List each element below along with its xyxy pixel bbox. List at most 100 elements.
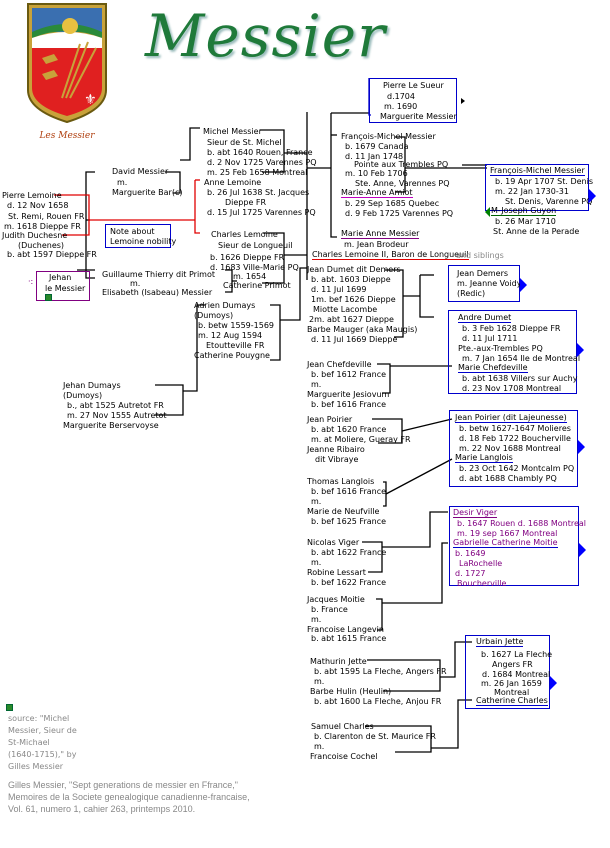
person-mathurin-jette[interactable]: Mathurin Jette (310, 657, 367, 666)
person-marguerite-berservoyse[interactable]: Marguerite Berservoyse (63, 421, 159, 430)
detail: b. abt 1620 France (311, 425, 387, 434)
person-elisabeth-messier[interactable]: Elisabeth (Isabeau) Messier (102, 288, 213, 297)
person-marie-anne-amiot[interactable]: Marie-Anne Amiot (341, 188, 413, 198)
detail: m. Jeanne Voidy (457, 279, 522, 288)
person-francois-michel-messier[interactable]: François-Michel Messier (341, 132, 436, 141)
detail: b. 3 Feb 1628 Dieppe FR (462, 324, 561, 333)
person-m-joseph-guyon[interactable]: M-Joseph Guyon (491, 206, 557, 216)
person-nicolas-viger[interactable]: Nicolas Viger (307, 538, 360, 547)
box-jean-poirier-lajeunesse[interactable] (449, 410, 578, 487)
person-david-messier[interactable]: David Messier (112, 167, 169, 176)
person-anne-lemoine[interactable]: Anne Lemoine (204, 178, 262, 187)
person-marie-chefdeville[interactable]: Marie Chefdeville (458, 363, 528, 373)
detail: b. 26 Mar 1710 (495, 217, 556, 226)
detail: m. (314, 742, 325, 751)
person-catherine-primot[interactable]: Catherine Primot (223, 281, 291, 290)
and-siblings-link[interactable]: and siblings (456, 251, 504, 260)
person-francoise-langevin[interactable]: Francoise Langevin (307, 625, 384, 634)
person-adrien-dumays[interactable]: Adrien Dumays (194, 301, 256, 310)
arrow-right-icon[interactable] (579, 543, 586, 557)
person-urbain-jette[interactable]: Urbain Jette (476, 637, 524, 647)
person-jean-poirier[interactable]: Jean Poirier (307, 415, 353, 424)
detail: m. 22 Nov 1688 Montreal (459, 444, 561, 453)
detail: b. 1679 Canada (345, 142, 409, 151)
source-note: source: "Michel Messier, Sieur de St-Mic… (8, 713, 77, 773)
person-jean-chefdeville[interactable]: Jean Chefdeville (307, 360, 372, 369)
person-pierre-le-sueur[interactable]: Pierre Le Sueur (383, 81, 444, 90)
photo-icon[interactable] (45, 294, 52, 301)
person-jean-demers[interactable]: Jean Demers (457, 269, 509, 278)
arrow-right-icon[interactable] (577, 343, 584, 357)
detail: Etoutteville FR (206, 341, 265, 350)
detail: b. abt 1640 Rouen, France (207, 148, 313, 157)
person-guillaume-thierry[interactable]: Guillaume Thierry dit Primot (102, 270, 215, 279)
person-marie-de-neufville[interactable]: Marie de Neufville (307, 507, 380, 516)
detail: m. 7 Jan 1654 Ile de Montreal (462, 354, 581, 363)
arrow-right-icon[interactable] (520, 278, 527, 292)
box-desir-viger[interactable] (449, 506, 579, 586)
person-judith-duchesne[interactable]: Judith Duchesne (2, 231, 68, 240)
arrow-right-icon[interactable] (589, 189, 596, 203)
detail: 2m. abt 1627 Dieppe (309, 315, 394, 324)
person-barbe-hulin[interactable]: Barbe Hulin (Heulin) (310, 687, 392, 696)
person-charles-lemoine-ii[interactable]: Charles Lemoine II, Baron de Longueuil (312, 250, 469, 260)
person-gabrielle-moitie[interactable]: Gabrielle Catherine Moitie (453, 538, 558, 548)
detail: d. 9 Feb 1725 Varennes PQ (345, 209, 454, 218)
detail: d. 11 Jul 1669 Dieppe (311, 335, 398, 344)
person-charles-lemoine[interactable]: Charles Lemoine (211, 230, 278, 239)
person-pierre-lemoine[interactable]: Pierre Lemoine (2, 191, 62, 200)
person-catherine-pouygne[interactable]: Catherine Pouygne (194, 351, 270, 360)
detail: b. betw 1627-1647 Molieres (459, 424, 571, 433)
person-marie-anne-messier[interactable]: Marie Anne Messier (341, 229, 420, 239)
person-jehan-le-messier[interactable]: Jehan (49, 273, 72, 282)
box-pierre-le-sueur[interactable] (369, 78, 457, 123)
detail: m. 12 Aug 1594 (198, 331, 263, 340)
detail: d. 15 Jul 1725 Varennes PQ (207, 208, 316, 217)
box-jehan-le-messier[interactable] (36, 271, 90, 301)
person-francoise-cochel[interactable]: Francoise Cochel (310, 752, 378, 761)
person-andre-dumet[interactable]: Andre Dumet (458, 313, 512, 323)
detail: (Dumoys) (194, 311, 234, 320)
person-catherine-charles[interactable]: Catherine Charles (476, 696, 548, 706)
person-jacques-moitie[interactable]: Jacques Moitie (307, 595, 365, 604)
person-michel-messier[interactable]: Michel Messier (203, 127, 262, 136)
person-desir-viger[interactable]: Desir Viger (453, 508, 498, 518)
box-jean-demers[interactable] (448, 265, 520, 302)
detail: b. Clarenton de St. Maurice FR (314, 732, 436, 741)
detail: Montreal (494, 688, 530, 697)
box-francois-michel-1707[interactable] (485, 164, 589, 211)
person-marguerite-jesiovum[interactable]: Marguerite Jesiovum (307, 390, 390, 399)
arrow-left-icon[interactable] (485, 207, 490, 217)
person-robine-lessart[interactable]: Robine Lessart (307, 568, 366, 577)
detail: b. abt 1638 Villers sur Auchy (462, 374, 578, 383)
person-jeanne-ribairo[interactable]: Jeanne Ribairo (307, 445, 365, 454)
box-andre-dumet[interactable] (448, 310, 577, 394)
person-thomas-langlois[interactable]: Thomas Langlois (307, 477, 375, 486)
detail: St. Denis, Varenne PQ (505, 197, 593, 206)
photo-icon[interactable] (6, 704, 13, 711)
detail: m. (311, 615, 322, 624)
note-lemoine-nobility[interactable] (105, 224, 171, 248)
family-crest: ⚜ Les Messier (27, 3, 107, 141)
person-marie-langlois[interactable]: Marie Langlois (455, 453, 513, 463)
source-line: St-Michael (8, 738, 50, 747)
person-barbe-mauger[interactable]: Barbe Mauger (aka Maugis) (307, 325, 418, 334)
person-jehan-dumays[interactable]: Jehan Dumays (63, 381, 121, 390)
person-samuel-charles[interactable]: Samuel Charles (311, 722, 374, 731)
arrow-right-icon[interactable] (578, 440, 585, 454)
detail: Boucherville (457, 579, 507, 588)
arrow-right-icon[interactable] (550, 676, 557, 690)
detail: Ste. Anne, Varennes PQ (355, 179, 450, 188)
box-urbain-jette[interactable] (465, 635, 550, 709)
person-jean-poirier-lajeunesse[interactable]: Jean Poirier (dit Lajeunesse) (455, 413, 567, 423)
detail: St. Remi, Rouen FR (8, 212, 85, 221)
detail: le Messier (45, 284, 86, 293)
person-francois-michel-messier-1707[interactable]: François-Michel Messier (490, 166, 585, 176)
person-marguerite-barc[interactable]: Marguerite Bar(c) (112, 188, 183, 197)
person-jean-dumet[interactable]: Jean Dumet dit Demers (307, 265, 401, 274)
detail: m. 26 Jan 1659 (481, 679, 542, 688)
note-text[interactable]: Note about (110, 227, 155, 236)
detail: b. abt 1597 Dieppe FR (7, 250, 97, 259)
arrow-right-icon[interactable] (461, 98, 465, 104)
note-text[interactable]: Lemoine nobility (110, 237, 177, 246)
